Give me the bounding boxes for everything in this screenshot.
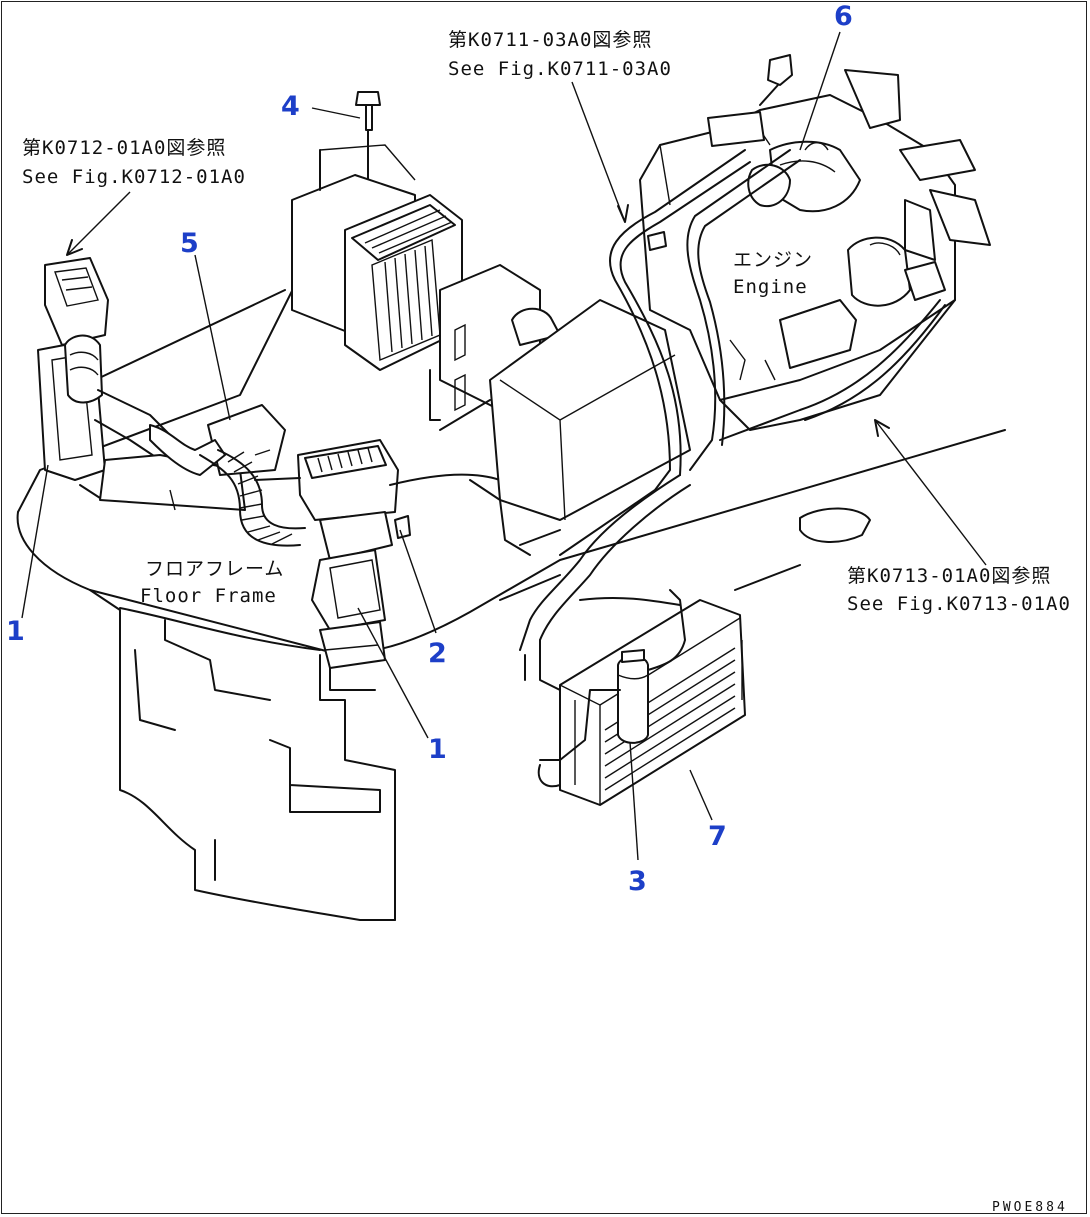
leader-lines [21, 31, 987, 861]
callout-4: 4 [281, 91, 300, 122]
callout-1-left: 1 [6, 616, 25, 647]
ref-top-jp: 第K0711-03A0図参照 [448, 29, 652, 51]
drawing-code: PWOE884 [992, 1200, 1068, 1215]
engine-label-en: Engine [733, 276, 808, 298]
condenser-fan-motor [734, 507, 871, 591]
engine-drawing [639, 54, 991, 431]
callout-3: 3 [628, 866, 647, 897]
engine-label-jp: エンジン [733, 249, 813, 271]
ref-left-jp: 第K0712-01A0図参照 [22, 137, 226, 159]
callout-1-center: 1 [428, 734, 447, 765]
floor-frame-label-en: Floor Frame [140, 585, 277, 607]
radiator-block [291, 144, 561, 421]
callout-6: 6 [834, 1, 853, 32]
ref-right-jp: 第K0713-01A0図参照 [847, 565, 1051, 587]
cover-box [439, 299, 691, 556]
floor-frame-drawing [16, 274, 1006, 921]
receiver-dryer [537, 589, 686, 788]
center-air-unit [254, 439, 501, 669]
ref-right-en: See Fig.K0713-01A0 [847, 593, 1071, 615]
callout-2: 2 [428, 638, 447, 669]
left-vent-duct [37, 257, 246, 511]
ref-left-en: See Fig.K0712-01A0 [22, 166, 246, 188]
refrigerant-hoses [519, 149, 946, 691]
condenser [559, 599, 746, 806]
callout-7: 7 [708, 821, 727, 852]
callout-5: 5 [180, 228, 199, 259]
floor-frame-label-jp: フロアフレーム [145, 558, 284, 580]
flex-hose-assembly [149, 404, 306, 547]
ref-top-en: See Fig.K0711-03A0 [448, 58, 672, 80]
